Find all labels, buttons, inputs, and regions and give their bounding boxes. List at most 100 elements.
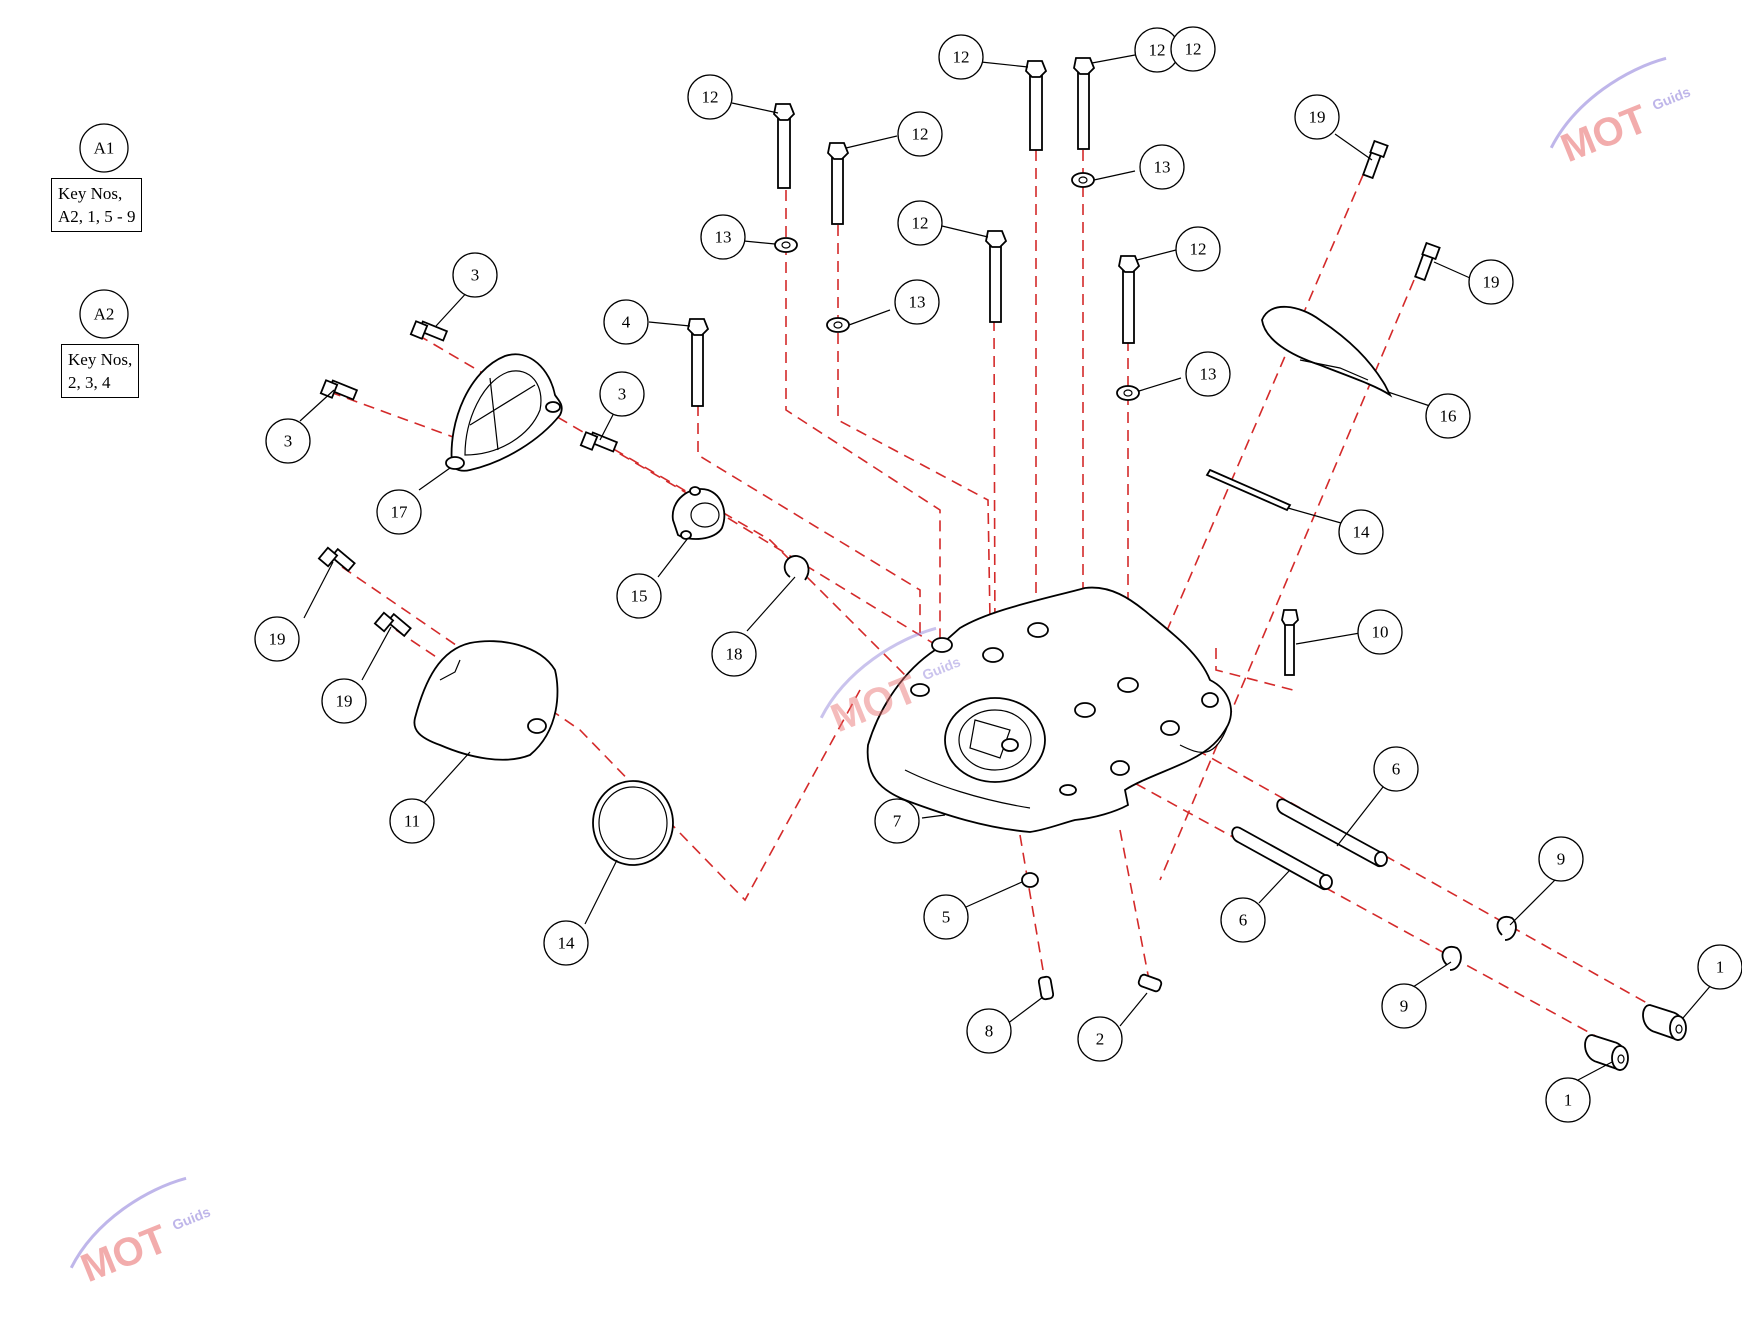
dowel-2 — [1137, 973, 1163, 993]
screw-19 — [317, 546, 356, 573]
screw-3 — [319, 379, 359, 401]
callout-12: 12 — [897, 111, 943, 157]
bolt-12 — [1073, 57, 1096, 150]
seal-strip-14 — [1205, 468, 1292, 512]
cover-11 — [413, 640, 559, 761]
key-box-a1: Key Nos, A2, 1, 5 - 9 — [51, 178, 143, 232]
callout-circle — [321, 678, 367, 724]
callout-6: 6 — [1220, 897, 1266, 943]
callout-number: 12 — [953, 48, 970, 67]
callout-16: 16 — [1425, 393, 1471, 439]
callout-circle — [897, 111, 943, 157]
ring-18 — [783, 555, 810, 581]
callout-7: 7 — [874, 798, 920, 844]
callout-number: 12 — [1149, 41, 1166, 60]
callout-14: 14 — [1338, 509, 1384, 555]
callout-number: 7 — [893, 812, 902, 831]
callout-19: 19 — [1294, 94, 1340, 140]
dowel-5 — [1021, 872, 1039, 888]
pin-6 — [1276, 798, 1388, 868]
callout-number: 13 — [1200, 365, 1217, 384]
callout-number: 16 — [1440, 407, 1457, 426]
callout-number: 19 — [1483, 273, 1500, 292]
callout-circle — [1185, 351, 1231, 397]
callout-number: 14 — [558, 934, 576, 953]
callout-10: 10 — [1357, 609, 1403, 655]
screw-19 — [1362, 139, 1389, 180]
screw-3 — [409, 320, 449, 342]
callout-13: 13 — [1139, 144, 1185, 190]
callout-circle — [1468, 259, 1514, 305]
callout-number: 13 — [909, 293, 926, 312]
callout-1: 1 — [1697, 944, 1742, 990]
callout-circle — [1373, 746, 1419, 792]
parts — [317, 57, 1687, 1071]
washer-13 — [1071, 172, 1095, 188]
leader-lines — [299, 54, 1719, 1081]
key-group-a1-marker: A1 — [79, 123, 129, 173]
key-box-a2: Key Nos, 2, 3, 4 — [61, 344, 140, 398]
callout-number: 17 — [391, 503, 409, 522]
cover-plate-17 — [445, 353, 563, 472]
callout-number: 19 — [1309, 108, 1326, 127]
callout-circle — [923, 894, 969, 940]
callout-circle — [1077, 1016, 1123, 1062]
callout-number: 12 — [1185, 40, 1202, 59]
callout-circle — [376, 489, 422, 535]
callout-4: 4 — [603, 299, 649, 345]
callout-number: 2 — [1096, 1030, 1105, 1049]
callout-number: 3 — [284, 432, 293, 451]
callout-circle — [1697, 944, 1742, 990]
watermark-logo: MOT Guids — [69, 1176, 213, 1291]
callout-number: 11 — [404, 812, 420, 831]
bolt-12 — [985, 230, 1008, 323]
callout-number: 10 — [1372, 623, 1389, 642]
key-box-a1-line-2: A2, 1, 5 - 9 — [58, 207, 136, 226]
callout-circle — [543, 920, 589, 966]
callout-12: 12 — [1175, 226, 1221, 272]
callout-circle — [599, 371, 645, 417]
callout-12: 12 — [897, 200, 943, 246]
callout-number: 9 — [1400, 997, 1409, 1016]
callout-number: 1 — [1716, 958, 1725, 977]
callout-number: 9 — [1557, 850, 1566, 869]
callout-circle — [254, 616, 300, 662]
callout-circle — [1538, 836, 1584, 882]
callout-12: 12 — [1170, 26, 1216, 72]
callout-circle — [265, 418, 311, 464]
callout-number: 6 — [1239, 911, 1248, 930]
callout-number: 1 — [1564, 1091, 1573, 1110]
watermark-brand: MOT — [75, 1217, 174, 1291]
key-group-a2-id: A2 — [94, 305, 115, 324]
screw-19 — [373, 611, 412, 638]
callout-circle — [616, 573, 662, 619]
callout-12: 12 — [938, 34, 984, 80]
callout-8: 8 — [966, 1008, 1012, 1054]
callout-circle — [874, 798, 920, 844]
callout-number: 14 — [1353, 523, 1371, 542]
clip-9 — [1496, 915, 1517, 941]
callout-circle — [1220, 897, 1266, 943]
bolt-10 — [1281, 609, 1299, 676]
callout-18: 18 — [711, 631, 757, 677]
callout-number: 18 — [726, 645, 743, 664]
watermark-brand: MOT — [1555, 97, 1654, 171]
callout-19: 19 — [321, 678, 367, 724]
key-group-a1-id: A1 — [94, 139, 115, 158]
sensor-15 — [672, 486, 726, 540]
callout-number: 12 — [912, 125, 929, 144]
key-box-a1-line-1: Key Nos, — [58, 184, 123, 203]
callout-number: 12 — [702, 88, 719, 107]
cap-1 — [1584, 1034, 1629, 1071]
washer-13 — [826, 317, 850, 333]
callout-6: 6 — [1373, 746, 1419, 792]
callout-9: 9 — [1381, 983, 1427, 1029]
callout-13: 13 — [700, 214, 746, 260]
pin-6 — [1231, 826, 1333, 891]
callout-9: 9 — [1538, 836, 1584, 882]
callout-number: 12 — [912, 214, 929, 233]
callout-circle — [711, 631, 757, 677]
callout-19: 19 — [1468, 259, 1514, 305]
cap-1 — [1642, 1004, 1687, 1041]
